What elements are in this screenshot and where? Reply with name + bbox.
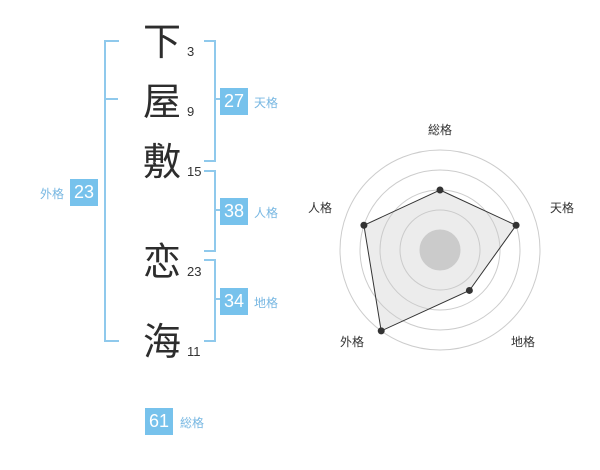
gaikaku-label: 外格 xyxy=(40,187,65,201)
jinkaku-bracket-tick xyxy=(214,209,221,211)
gaikaku-score: 23 xyxy=(70,179,98,206)
chikaku-bracket xyxy=(204,259,216,342)
tenkaku-label: 天格 xyxy=(254,96,279,110)
radar-ring xyxy=(419,229,461,271)
stroke-count-4: 23 xyxy=(187,264,202,279)
gaikaku-bracket-tick xyxy=(104,98,118,100)
chikaku-score: 34 xyxy=(220,288,248,315)
radar-axis-label-soukaku: 総格 xyxy=(428,123,453,137)
gaikaku-bracket xyxy=(104,40,119,342)
soukaku-label: 総格 xyxy=(180,416,205,430)
radar-ring xyxy=(399,209,481,291)
radar-polygon xyxy=(363,189,517,332)
radar-axis-label-chikaku: 地格 xyxy=(511,335,536,349)
radar-point-1 xyxy=(436,186,444,194)
radar-ring xyxy=(359,169,521,331)
name-char-4: 恋 xyxy=(142,240,181,284)
chikaku-bracket-tick xyxy=(214,298,221,300)
name-char-3: 敷 xyxy=(142,140,181,184)
name-char-2: 屋 xyxy=(142,80,181,124)
radar-axis-label-jinkaku: 人格 xyxy=(308,201,333,215)
jinkaku-label: 人格 xyxy=(254,206,279,220)
stroke-count-2: 9 xyxy=(187,104,195,119)
name-char-5: 海 xyxy=(142,320,181,364)
jinkaku-score: 38 xyxy=(220,198,248,225)
radar-point-5 xyxy=(360,221,368,229)
radar-point-4 xyxy=(377,327,385,335)
radar-axis-label-gaikaku: 外格 xyxy=(340,335,365,349)
stroke-count-5: 11 xyxy=(187,344,201,359)
stroke-count-1: 3 xyxy=(187,44,195,59)
tenkaku-bracket xyxy=(204,40,216,162)
radar-axis-label-tenkaku: 天格 xyxy=(550,201,575,215)
tenkaku-score: 27 xyxy=(220,88,248,115)
chikaku-label: 地格 xyxy=(254,296,279,310)
tenkaku-bracket-tick xyxy=(214,98,221,100)
radar-point-3 xyxy=(465,286,473,294)
radar-point-2 xyxy=(512,221,520,229)
radar-ring xyxy=(339,149,541,351)
soukaku-score: 61 xyxy=(145,408,173,435)
stroke-count-3: 15 xyxy=(187,164,202,179)
jinkaku-bracket xyxy=(204,170,216,252)
name-char-1: 下 xyxy=(142,20,181,64)
